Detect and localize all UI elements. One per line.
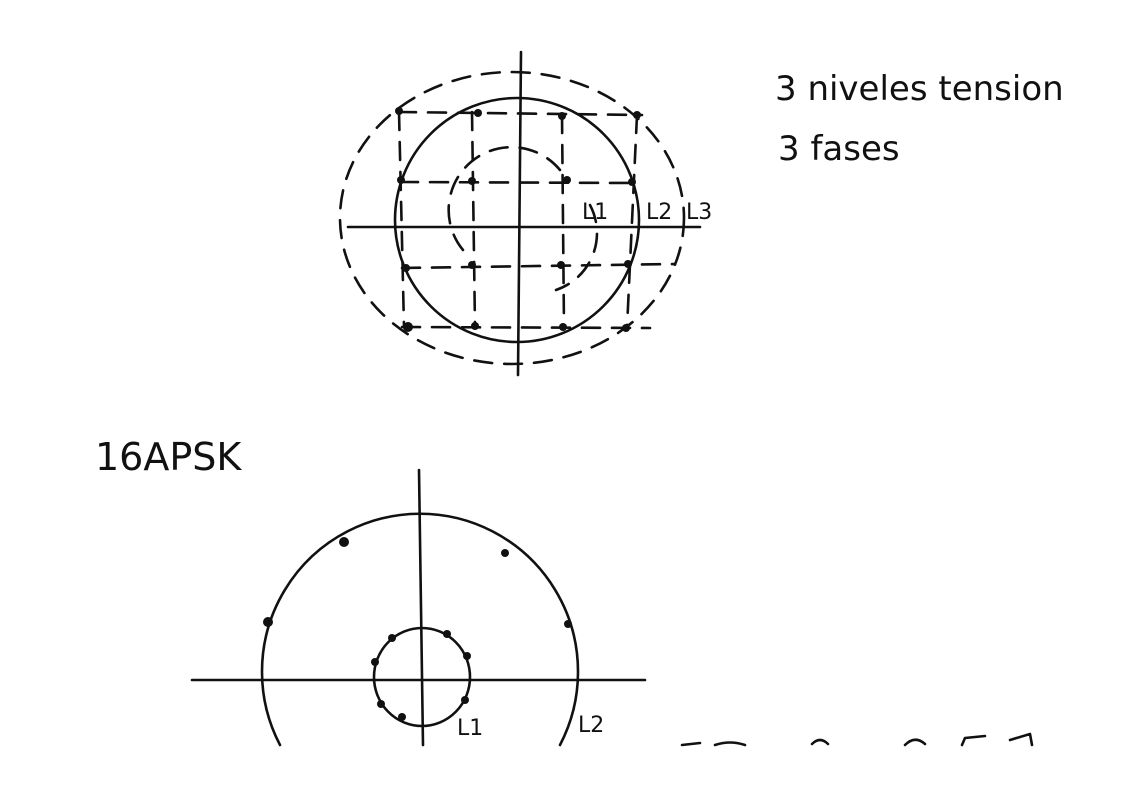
top-label-l1: L1	[582, 200, 608, 225]
grid-line-h3	[400, 262, 677, 270]
point	[563, 176, 571, 184]
point	[468, 261, 476, 269]
top-circle-l1	[447, 145, 599, 292]
handwritten-notes: 3 niveles tension 3 fases	[775, 69, 1064, 169]
point	[558, 112, 566, 120]
grid-line-h2	[398, 180, 634, 185]
top-vertical-axis	[516, 50, 523, 377]
point	[397, 176, 405, 184]
point	[402, 264, 410, 272]
top-label-l2: L2	[646, 200, 672, 225]
inner-ring-points	[371, 630, 471, 721]
apsk-constellation-diagram: 16APSK L1 L2	[95, 435, 647, 747]
point	[463, 652, 471, 660]
point	[471, 322, 479, 330]
apsk-title: 16APSK	[95, 435, 242, 479]
bottom-vertical-axis	[417, 468, 425, 747]
grid-line-h1	[396, 110, 644, 117]
top-circle-l3	[338, 70, 686, 366]
point	[398, 713, 406, 721]
grid-line-h4	[400, 325, 652, 330]
point	[564, 620, 572, 628]
point	[633, 111, 641, 119]
grid-line-v2	[470, 110, 477, 329]
outer-ring-points	[263, 537, 572, 628]
point	[557, 261, 565, 269]
partial-handwriting	[680, 732, 1034, 747]
clipped-scribble	[680, 732, 1034, 747]
grid-line-v1	[397, 110, 406, 329]
point	[443, 630, 451, 638]
grid-line-v4	[625, 113, 639, 330]
bottom-label-l1: L1	[457, 716, 483, 741]
point	[403, 322, 413, 332]
bottom-circle-l2	[260, 512, 580, 747]
note-levels: 3 niveles tension	[775, 69, 1064, 109]
point	[388, 634, 396, 642]
bottom-label-l2: L2	[578, 713, 604, 738]
point	[395, 107, 403, 115]
point	[461, 696, 469, 704]
top-constellation-points	[395, 107, 641, 332]
note-phases: 3 fases	[778, 129, 900, 169]
top-circle-l2	[393, 96, 641, 344]
point	[628, 178, 636, 186]
point	[474, 109, 482, 117]
point	[559, 323, 567, 331]
bottom-circle-l1	[372, 626, 472, 728]
grid-line-v3	[560, 113, 566, 329]
point	[377, 700, 385, 708]
point	[263, 617, 273, 627]
point	[468, 177, 476, 185]
point	[622, 324, 630, 332]
point	[371, 658, 379, 666]
top-constellation-diagram: L1 L2 L3	[338, 50, 712, 377]
top-label-l3: L3	[686, 200, 712, 225]
point	[501, 549, 509, 557]
point	[339, 537, 349, 547]
point	[624, 260, 632, 268]
